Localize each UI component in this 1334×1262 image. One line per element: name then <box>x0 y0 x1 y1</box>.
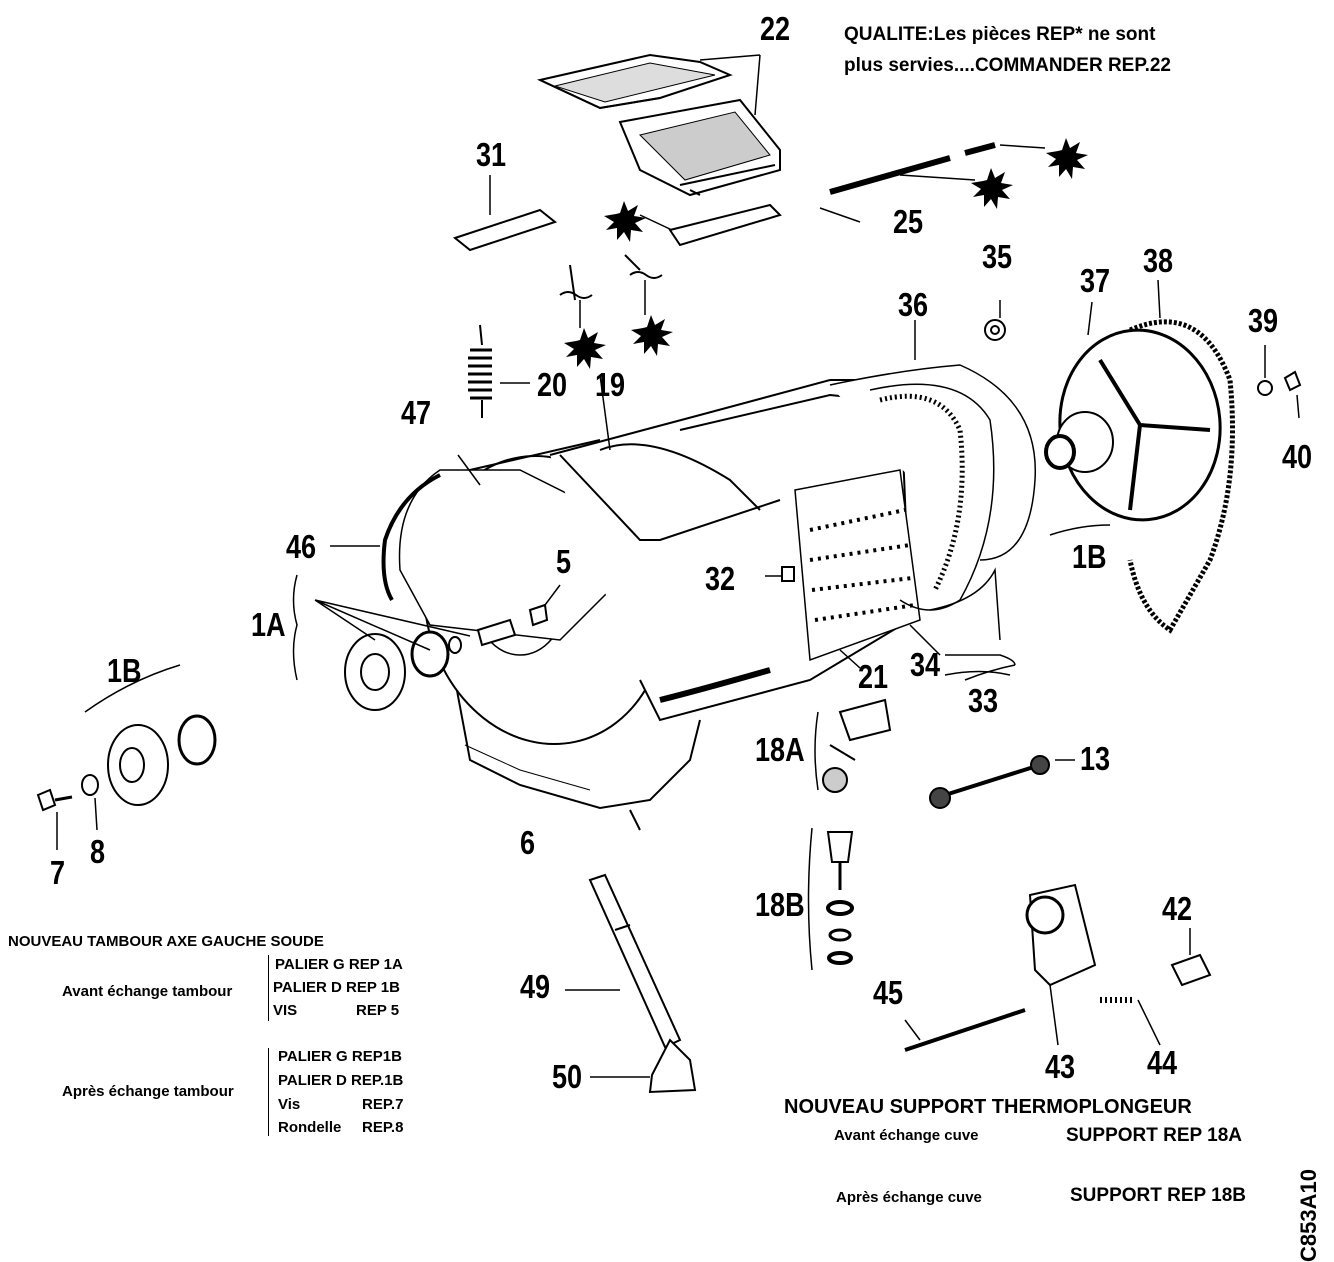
label-43: 43 <box>1045 1048 1076 1085</box>
part-42-sleeve <box>1170 928 1212 987</box>
part-25-rod <box>819 142 1046 223</box>
part-13-heater-rod <box>929 755 1075 809</box>
part-45-rod <box>904 1008 1026 1052</box>
part-18B-seal-stack <box>807 827 854 971</box>
part-37-pulley <box>1058 301 1222 522</box>
label-47: 47 <box>401 394 432 431</box>
leaders-misc <box>964 664 1016 681</box>
drum-note-before-row-3-ref: REP 5 <box>356 1002 400 1019</box>
part-39-washer <box>1257 345 1273 396</box>
part-38-belt <box>1127 279 1235 634</box>
drum-note-after-row-3-ref: REP.7 <box>362 1096 404 1113</box>
drum-note-after-row-2: PALIER D REP.1B <box>278 1072 404 1089</box>
drum-note-title: NOUVEAU TAMBOUR AXE GAUCHE SOUDE <box>8 933 324 950</box>
drum-note-after-row-4: Rondelle <box>278 1119 342 1136</box>
quality-note-line1: QUALITE:Les pièces REP* ne sont <box>844 24 1156 45</box>
part-36-gasket <box>829 320 1037 611</box>
label-33: 33 <box>968 682 999 719</box>
label-45: 45 <box>873 974 904 1011</box>
label-31: 31 <box>476 136 507 173</box>
part-8-washer <box>81 774 99 831</box>
leader-22 <box>699 54 761 116</box>
drum-note-before-row-2: PALIER D REP 1B <box>273 979 400 996</box>
label-35: 35 <box>982 238 1013 275</box>
star-marker-icon <box>564 138 1088 369</box>
label-13: 13 <box>1080 740 1111 777</box>
support-note-before-label: Avant échange cuve <box>834 1127 979 1144</box>
label-1A: 1A <box>251 606 286 643</box>
label-20: 20 <box>537 366 568 403</box>
quality-note-line2: plus servies....COMMANDER REP.22 <box>844 55 1171 76</box>
label-25: 25 <box>893 203 924 240</box>
part-1B-right-bearing <box>1044 411 1114 536</box>
part-40-bolt <box>1283 370 1302 419</box>
support-note-after-label: Après échange cuve <box>836 1189 982 1206</box>
part-35-nut <box>984 300 1006 341</box>
label-50: 50 <box>552 1058 583 1095</box>
part-18A-support <box>814 698 892 793</box>
part-6-tub <box>454 679 701 831</box>
part-22-lid-cover-bottom <box>618 98 781 197</box>
part-hinge-plate <box>639 203 782 247</box>
label-18A: 18A <box>755 731 805 768</box>
label-5: 5 <box>556 543 572 580</box>
label-18B: 18B <box>755 886 805 923</box>
label-6: 6 <box>520 824 536 861</box>
part-34-33-rings <box>909 567 1016 676</box>
label-38: 38 <box>1143 242 1174 279</box>
part-31-strip <box>452 175 558 252</box>
label-19: 19 <box>595 366 626 403</box>
label-22: 22 <box>760 10 791 47</box>
part-20-spring <box>468 324 530 418</box>
part-50-bracket <box>590 1038 697 1094</box>
part-32-clip <box>765 566 795 582</box>
part-22-lid-cover-top <box>536 53 733 110</box>
part-43-thermostat-support <box>1025 883 1097 1046</box>
label-32: 32 <box>705 560 736 597</box>
drum-note-after-row-4-ref: REP.8 <box>362 1119 404 1136</box>
label-21: 21 <box>858 658 889 695</box>
part-5-screw <box>528 584 561 627</box>
label-7: 7 <box>50 854 66 891</box>
support-note-before-value: SUPPORT REP 18A <box>1066 1125 1242 1146</box>
label-42: 42 <box>1162 890 1193 927</box>
part-46-strip <box>330 473 441 602</box>
label-40: 40 <box>1282 438 1313 475</box>
part-21-perforated-drum <box>659 469 921 703</box>
drum-note-before-row-1: PALIER G REP 1A <box>275 956 403 973</box>
label-8: 8 <box>90 833 106 870</box>
drum-note-after-row-1: PALIER G REP1B <box>278 1048 402 1065</box>
label-1B-right: 1B <box>1072 538 1107 575</box>
label-46: 46 <box>286 528 317 565</box>
part-44-spring <box>1100 997 1161 1046</box>
label-36: 36 <box>898 286 929 323</box>
drum-note-after-row-3: Vis <box>278 1096 301 1113</box>
part-7-bolt <box>36 788 73 850</box>
drum-note-before-label: Avant échange tambour <box>62 983 233 1000</box>
drum-note-after-label: Après échange tambour <box>62 1083 234 1100</box>
part-1A-bearing <box>292 574 517 711</box>
support-note-title: NOUVEAU SUPPORT THERMOPLONGEUR <box>784 1096 1192 1118</box>
label-1B-left: 1B <box>107 652 142 689</box>
part-springs-small <box>559 254 663 328</box>
part-49-shock-absorber <box>565 873 682 1049</box>
part-1B-left-bearing <box>84 664 217 806</box>
label-49: 49 <box>520 968 551 1005</box>
label-37: 37 <box>1080 262 1111 299</box>
support-note-after-value: SUPPORT REP 18B <box>1070 1185 1246 1206</box>
drum-note-before-row-3: VIS <box>273 1002 298 1019</box>
label-39: 39 <box>1248 302 1279 339</box>
label-44: 44 <box>1147 1044 1178 1081</box>
label-34: 34 <box>910 646 941 683</box>
document-code: C853A10 <box>1296 1169 1321 1262</box>
